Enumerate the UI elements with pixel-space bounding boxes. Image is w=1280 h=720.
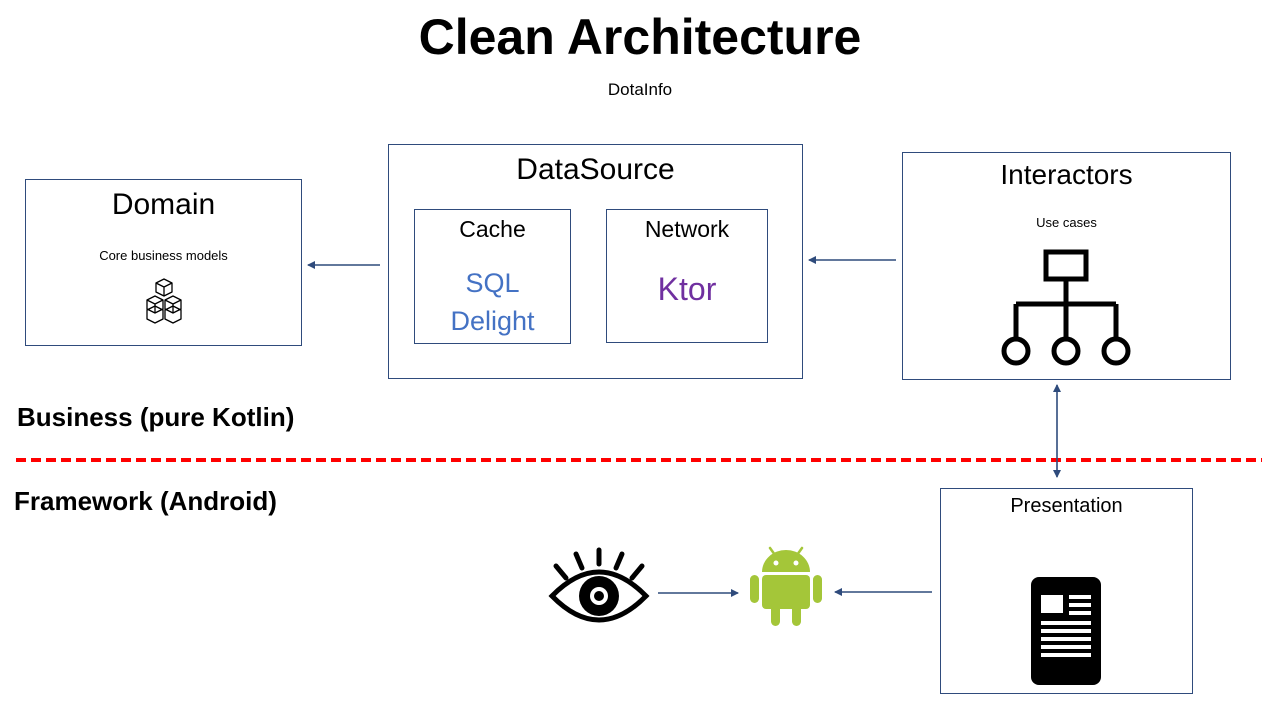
cache-box: Cache SQL Delight: [414, 209, 571, 344]
diagram-subtitle: DotaInfo: [607, 80, 673, 99]
interactors-box: Interactors Use cases: [902, 152, 1231, 380]
interactors-caption: Use cases: [1036, 215, 1097, 230]
document-phone-icon: [1031, 577, 1101, 685]
network-box: Network Ktor: [606, 209, 768, 343]
android-icon: [750, 546, 822, 626]
network-tech: Ktor: [657, 271, 717, 307]
datasource-title: DataSource: [516, 153, 675, 186]
framework-layer-label: Framework (Android): [14, 486, 277, 516]
domain-caption: Core business models: [99, 248, 228, 263]
interactors-title: Interactors: [1000, 159, 1133, 190]
diagram-title: Clean Architecture: [418, 9, 862, 65]
domain-title: Domain: [111, 188, 216, 221]
network-title: Network: [644, 216, 730, 242]
presentation-box: Presentation: [940, 488, 1193, 694]
eye-icon: [548, 547, 650, 623]
datasource-box: DataSource Cache SQL Delight Network Kto…: [388, 144, 803, 379]
cache-tech-line2: Delight: [450, 306, 535, 336]
domain-box: Domain Core business models: [25, 179, 302, 346]
presentation-title: Presentation: [1010, 495, 1123, 517]
cache-title: Cache: [459, 216, 526, 242]
hierarchy-icon: [1001, 249, 1131, 366]
cache-tech-line1: SQL: [465, 268, 520, 298]
business-layer-label: Business (pure Kotlin): [17, 402, 295, 432]
cubes-icon: [146, 278, 182, 324]
